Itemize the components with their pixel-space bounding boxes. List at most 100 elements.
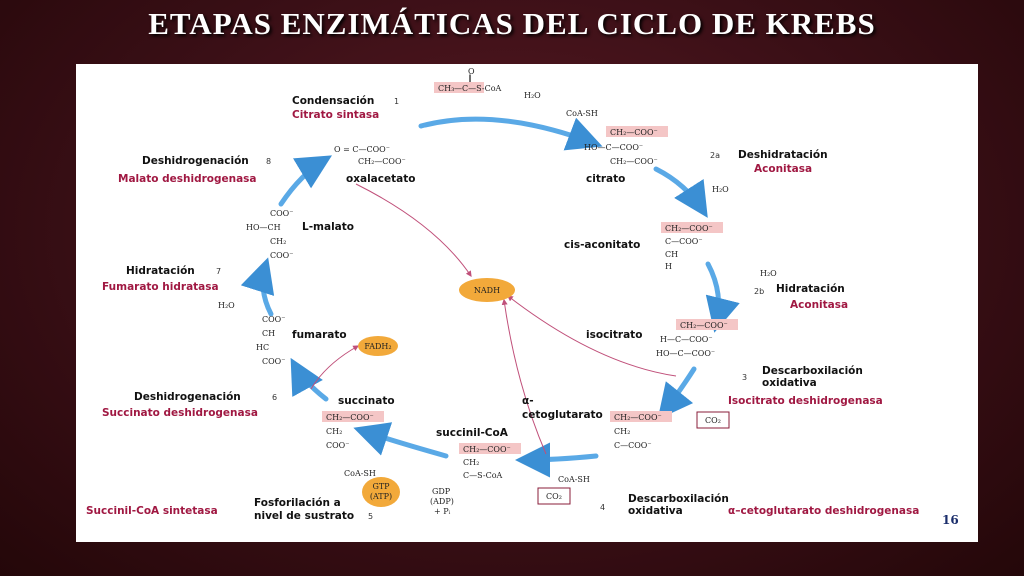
arrow-decarboxylation-3 [657, 366, 697, 420]
h2o-label-2a: H₂O [712, 185, 729, 194]
co2-box-3 [696, 411, 730, 429]
arrow-hydration-2b [705, 261, 740, 333]
svg-text:CH: CH [665, 250, 678, 259]
svg-text:H: H [665, 262, 672, 271]
svg-text:COO⁻: COO⁻ [262, 357, 285, 366]
svg-text:CH₂: CH₂ [614, 427, 630, 436]
h2o-label-2b: H₂O [760, 269, 777, 278]
svg-text:COO⁻: COO⁻ [326, 441, 349, 450]
svg-text:CH₂: CH₂ [463, 458, 479, 467]
svg-text:CH₂—COO⁻: CH₂—COO⁻ [610, 157, 658, 166]
step-number-6: 6 [272, 393, 277, 402]
molecule-l-malato: L-malato [302, 221, 354, 233]
step-number-2b: 2b [754, 287, 764, 296]
arrow-malate-dh [278, 155, 333, 207]
arrow-hydration-7 [240, 257, 275, 317]
molecule-oxalacetato: oxalacetato [346, 173, 415, 185]
step-number-2a: 2a [710, 151, 720, 160]
svg-text:C—COO⁻: C—COO⁻ [614, 441, 652, 450]
svg-text:COO⁻: COO⁻ [270, 251, 293, 260]
molecule-alfa: α- [522, 395, 534, 407]
arrow-phosphorylation [353, 422, 449, 459]
svg-text:CH₂—COO⁻: CH₂—COO⁻ [680, 321, 728, 330]
stage-4: Descarboxilación [628, 493, 729, 505]
page-number: 16 [942, 513, 959, 527]
enzyme-2b: Aconitasa [790, 299, 848, 311]
co2-box-4 [537, 487, 571, 505]
fumarato-formula: COO⁻ CH HC COO⁻ [256, 315, 285, 366]
krebs-cycle-diagram: NADH FADH₂ GTP (ATP) O ‖ CH₃ —C—S-CoA H₂… [86, 67, 959, 527]
molecule-isocitrato: isocitrato [586, 329, 642, 341]
citrato-formula: CH₂—COO⁻ HO—C—COO⁻ CH₂—COO⁻ [584, 126, 668, 166]
svg-text:COO⁻: COO⁻ [262, 315, 285, 324]
enzyme-7: Fumarato hidratasa [102, 281, 219, 293]
arrow-condensation [418, 116, 603, 151]
step-number-1: 1 [394, 97, 399, 106]
enzyme-5: Succinil-CoA sintetasa [86, 505, 218, 517]
nadh-label: NADH [474, 286, 500, 295]
stage-5: Fosforilación a [254, 497, 341, 509]
enzyme-1: Citrato sintasa [292, 109, 379, 121]
molecule-fumarato: fumarato [292, 329, 347, 341]
oxalacetato-formula: O = C—COO⁻ CH₂—COO⁻ [334, 145, 406, 166]
svg-text:C—S-CoA: C—S-CoA [463, 471, 503, 480]
coa-sh-label-5: CoA-SH [344, 469, 376, 478]
svg-text:CH₂—COO⁻: CH₂—COO⁻ [358, 157, 406, 166]
svg-text:CH₂—COO⁻: CH₂—COO⁻ [326, 413, 374, 422]
step-number-5: 5 [368, 512, 373, 521]
fadh2-cofactor: FADH₂ [358, 336, 398, 356]
svg-text:CH₂—COO⁻: CH₂—COO⁻ [665, 224, 713, 233]
slide-title: ETAPAS ENZIMÁTICAS DEL CICLO DE KREBS [148, 6, 876, 41]
svg-text:COO⁻: COO⁻ [270, 209, 293, 218]
adp-label: (ADP) [430, 497, 454, 506]
step-number-8: 8 [266, 157, 271, 166]
molecule-cis-aconitato: cis-aconitato [564, 239, 640, 251]
acetyl-coa-formula: O ‖ CH₃ —C—S-CoA [434, 67, 502, 93]
svg-text:CH₂—COO⁻: CH₂—COO⁻ [610, 128, 658, 137]
stage-5b: nivel de sustrato [254, 510, 354, 522]
stage-4b: oxidativa [628, 505, 683, 517]
stage-7: Hidratación [126, 265, 195, 277]
stage-2b: Hidratación [776, 283, 845, 295]
svg-text:HO—CH: HO—CH [246, 223, 281, 232]
co2-label-4: CO₂ [546, 492, 562, 501]
svg-text:O: O [468, 67, 475, 76]
coa-sh-label-1: CoA-SH [566, 109, 598, 118]
enzyme-4: α–cetoglutarato deshidrogenasa [728, 505, 919, 517]
molecule-succinil-coa: succinil-CoA [436, 427, 509, 439]
svg-text:—C—S-CoA: —C—S-CoA [454, 84, 502, 93]
enzyme-8: Malato deshidrogenasa [118, 173, 257, 185]
co2-label-3: CO₂ [705, 416, 721, 425]
stage-6: Deshidrogenación [134, 391, 241, 403]
stage-1: Condensación [292, 95, 374, 107]
h2o-label-7: H₂O [218, 301, 235, 310]
molecule-cetoglutarato: cetoglutarato [522, 409, 603, 421]
fadh2-label: FADH₂ [364, 342, 391, 351]
coa-sh-label-4: CoA-SH [558, 475, 590, 484]
cis-aconitato-formula: CH₂—COO⁻ C—COO⁻ CH H [661, 222, 723, 271]
svg-text:C—COO⁻: C—COO⁻ [665, 237, 703, 246]
step-number-7: 7 [216, 267, 221, 276]
svg-text:CH₃: CH₃ [438, 84, 454, 93]
svg-text:H—C—COO⁻: H—C—COO⁻ [660, 335, 713, 344]
isocitrato-formula: CH₂—COO⁻ H—C—COO⁻ HO—C—COO⁻ [656, 319, 738, 358]
enzyme-3: Isocitrato deshidrogenasa [728, 395, 883, 407]
enzyme-6: Succinato deshidrogenasa [102, 407, 258, 419]
svg-text:HO—C—COO⁻: HO—C—COO⁻ [584, 143, 643, 152]
gdp-label: GDP [432, 487, 451, 496]
svg-text:CH₂—COO⁻: CH₂—COO⁻ [614, 413, 662, 422]
step-number-4: 4 [600, 503, 605, 512]
enzyme-2a: Aconitasa [754, 163, 812, 175]
atp-label: (ATP) [370, 492, 392, 501]
cycle-arrows [240, 116, 740, 478]
stage-8: Deshidrogenación [142, 155, 249, 167]
arrow-dehydration [653, 166, 708, 218]
gtp-label: GTP [372, 482, 390, 491]
succinil-coa-formula: CH₂—COO⁻ CH₂ C—S-CoA [459, 443, 521, 480]
svg-text:CH₂: CH₂ [326, 427, 342, 436]
stage-3b: oxidativa [762, 377, 817, 389]
step-number-3: 3 [742, 373, 747, 382]
cofactor-lines [310, 183, 677, 455]
nadh-cofactor: NADH [459, 278, 515, 302]
svg-text:CH₂—COO⁻: CH₂—COO⁻ [463, 445, 511, 454]
